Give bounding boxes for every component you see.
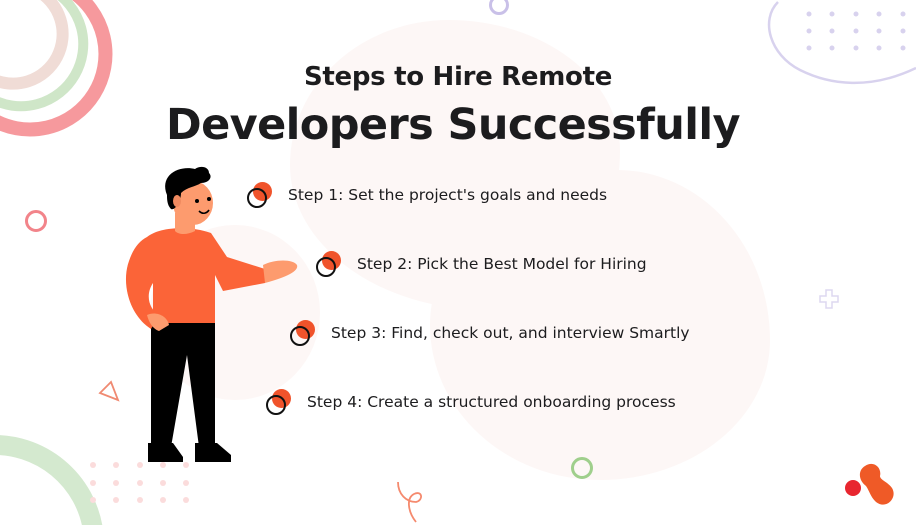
step-bullet-icon	[289, 320, 317, 346]
brand-molecule-logo-icon	[845, 463, 894, 505]
decorative-triangle-icon	[98, 380, 120, 402]
step-item-1: Step 1: Set the project's goals and need…	[246, 182, 607, 208]
step-bullet-icon	[246, 182, 274, 208]
title-line-1: Steps to Hire Remote	[303, 62, 613, 92]
decorative-plus-icon	[819, 289, 839, 309]
step-label: Step 3: Find, check out, and interview S…	[331, 324, 690, 342]
decorative-arc-bottom-left	[0, 435, 103, 525]
title-line-2: Developers Successfully	[166, 100, 741, 150]
decorative-arcs-top-left	[0, 0, 113, 137]
step-bullet-icon	[315, 251, 343, 277]
step-label: Step 2: Pick the Best Model for Hiring	[357, 255, 647, 273]
background-blob-bottom	[470, 280, 730, 470]
step-item-2: Step 2: Pick the Best Model for Hiring	[315, 251, 647, 277]
decorative-ring-pink	[25, 210, 47, 232]
step-label: Step 4: Create a structured onboarding p…	[307, 393, 676, 411]
step-item-3: Step 3: Find, check out, and interview S…	[289, 320, 690, 346]
step-bullet-icon	[265, 389, 293, 415]
step-label: Step 1: Set the project's goals and need…	[288, 186, 608, 204]
decorative-squiggle-icon	[397, 481, 422, 523]
person-pointing-illustration	[125, 166, 298, 462]
step-item-4: Step 4: Create a structured onboarding p…	[265, 389, 676, 415]
decorative-ring-purple	[489, 0, 509, 15]
decorative-dot-grid-bottom	[90, 462, 189, 503]
decorative-ring-green	[571, 457, 593, 479]
decorative-dot-grid-top-right	[767, 1, 916, 85]
